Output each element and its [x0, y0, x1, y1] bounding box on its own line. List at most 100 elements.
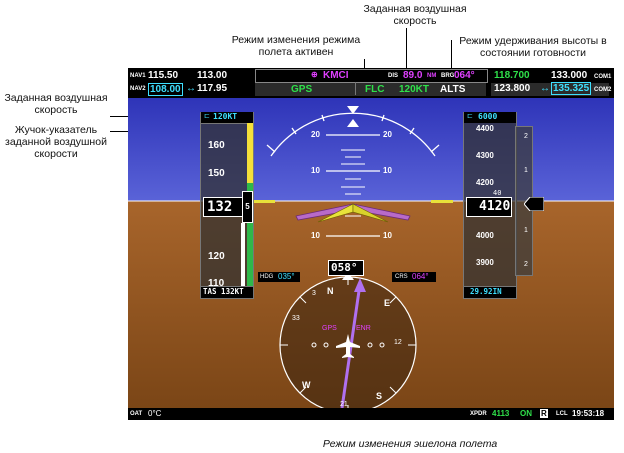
pitch-label-10-left: 10 [311, 166, 320, 175]
nav1-label: NAV1 [130, 73, 146, 79]
annotation-airspeed-ref-left: Заданная воздушная скорость [2, 92, 110, 116]
oat-label: OAT [130, 411, 143, 417]
compass-w: W [302, 380, 311, 390]
pitch-label-10-right: 10 [383, 166, 392, 175]
nav2-standby-freq[interactable]: 117.95 [197, 83, 228, 94]
own-aircraft-icon [336, 334, 360, 358]
mode-divider [355, 82, 356, 95]
com2-active-freq[interactable]: 123.800 [494, 83, 531, 94]
com2-standby-freq[interactable]: 135.325 [551, 82, 592, 95]
figure-caption: Режим изменения эшелона полета [322, 438, 498, 450]
distance-value: 89.0 [403, 70, 423, 81]
annotation-line: скорость [393, 15, 437, 27]
compass-12: 12 [394, 339, 402, 346]
annotation-line: Режим изменения режима [231, 34, 361, 46]
brg-label: BRG [441, 73, 455, 79]
annotation-line: полета активен [258, 46, 334, 58]
xpdr-mode[interactable]: ON [520, 409, 532, 418]
altitude-tape: ⊏ 6000 4400 4300 4200 4000 3900 4120 40 [463, 112, 517, 290]
annotation-line: скорости [34, 148, 78, 160]
annotation-alts-armed: Режим удерживания высоты в состоянии гот… [448, 35, 618, 59]
true-airspeed: TAS 132KT [203, 287, 244, 296]
crs-label: CRS [395, 274, 408, 280]
mode-vertical-flc: FLC [365, 84, 385, 95]
airspeed-digit-roller: 5 [242, 191, 253, 223]
selected-altitude-box[interactable]: ⊏ 6000 [464, 112, 516, 123]
airspeed-tick-110: 110 [208, 278, 225, 289]
altitude-rolling-digits: 40 [493, 189, 502, 197]
compass-e: E [384, 298, 391, 308]
altitude-tick-4400: 4400 [476, 124, 494, 133]
compass-3: 3 [312, 290, 316, 297]
current-heading: 058° [331, 261, 358, 274]
airspeed-yellow-band [247, 123, 253, 183]
compass-33: 33 [292, 315, 300, 322]
hdg-box[interactable]: HDG 035° [258, 272, 300, 282]
annotation-line: состоянии готовности [480, 47, 586, 59]
tas-box: TAS 132KT [200, 286, 254, 299]
com2-label: COM2 [594, 87, 612, 93]
xpdr-code[interactable]: 4113 [492, 409, 510, 418]
speed-bug-icon: ⊏ [204, 113, 210, 120]
nav2-swap-icon[interactable]: ↔ [186, 83, 196, 94]
reply-indicator: R [540, 409, 548, 418]
vsi-pointer-icon [524, 197, 544, 211]
com1-standby-freq[interactable]: 133.000 [551, 70, 588, 81]
distance-unit: NM [427, 73, 437, 79]
pfd-display: NAV1 115.50 113.00 NAV2 108.00 ↔ 117.95 … [128, 68, 614, 420]
annotation-flc-active: Режим изменения режима полета активен [226, 34, 366, 58]
current-altitude-box: 4120 [466, 197, 512, 217]
com1-label: COM1 [594, 74, 612, 80]
nav2-label: NAV2 [130, 86, 146, 92]
barometric-setting: 29.92IN [470, 287, 502, 296]
leader-line [406, 28, 407, 74]
annotation-line: Жучок-указатель [14, 124, 98, 136]
compass-21: 21 [340, 401, 348, 408]
vsi-label-1-down: 1 [524, 227, 528, 234]
selected-airspeed: 120KT [213, 112, 238, 121]
annotation-line: Режим удерживания высоты в [459, 35, 607, 47]
com2-swap-icon[interactable]: ↔ [540, 83, 550, 94]
baro-box[interactable]: 29.92IN [463, 286, 517, 299]
heading-box: 058° [328, 260, 364, 276]
current-airspeed: 132 [207, 199, 233, 215]
selected-course: 064° [412, 272, 429, 281]
roll-pointer [347, 119, 359, 127]
altitude-tick-4300: 4300 [476, 151, 494, 160]
annotation-line: Заданная воздушная [363, 3, 467, 15]
pitch-label-20-right: 20 [383, 130, 392, 139]
altitude-tick-4200: 4200 [476, 178, 494, 187]
annotation-line: заданной воздушной [5, 136, 107, 148]
airspeed-green-band [247, 183, 253, 297]
selected-airspeed-box[interactable]: ⊏ 120KT [201, 112, 253, 124]
bearing-value: 064° [454, 70, 475, 81]
airspeed-tape: ⊏ 120KT 160 150 140 120 110 132 5 [200, 112, 254, 298]
waypoint-identifier: KMCI [323, 70, 349, 81]
altitude-tick-3900: 3900 [476, 258, 494, 267]
pitch-label-20-left: 20 [311, 130, 320, 139]
dis-label: DIS [388, 73, 399, 79]
pitch-label-minus10-right: 10 [383, 231, 392, 240]
annotation-speed-bug: Жучок-указатель заданной воздушной скоро… [2, 124, 110, 160]
current-altitude: 4120 [479, 199, 511, 214]
nav2-active-freq[interactable]: 108.00 [148, 83, 183, 96]
selected-heading: 035° [278, 272, 295, 281]
mode-lateral-gps: GPS [291, 84, 313, 95]
com1-active-freq[interactable]: 118.700 [494, 70, 530, 81]
hdg-label: HDG [260, 274, 274, 280]
airspeed-tick-150: 150 [208, 168, 225, 179]
airspeed-tick-120: 120 [208, 251, 225, 262]
compass-n: N [327, 286, 334, 296]
pitch-label-minus10-left: 10 [311, 231, 320, 240]
crs-box[interactable]: CRS 064° [392, 272, 436, 282]
mode-armed-alts: ALTS [440, 84, 466, 95]
nav1-standby-freq[interactable]: 113.00 [197, 70, 228, 81]
oat-value: 0°C [148, 409, 162, 418]
direct-to-icon: ⊕ [311, 70, 318, 79]
altitude-tick-4000: 4000 [476, 231, 494, 240]
lcl-label: LCL [556, 411, 568, 417]
vsi-label-2-down: 2 [524, 261, 528, 268]
nav1-active-freq[interactable]: 115.50 [148, 70, 179, 81]
mode-speed-target: 120KT [399, 84, 430, 95]
xpdr-label: XPDR [470, 411, 487, 417]
